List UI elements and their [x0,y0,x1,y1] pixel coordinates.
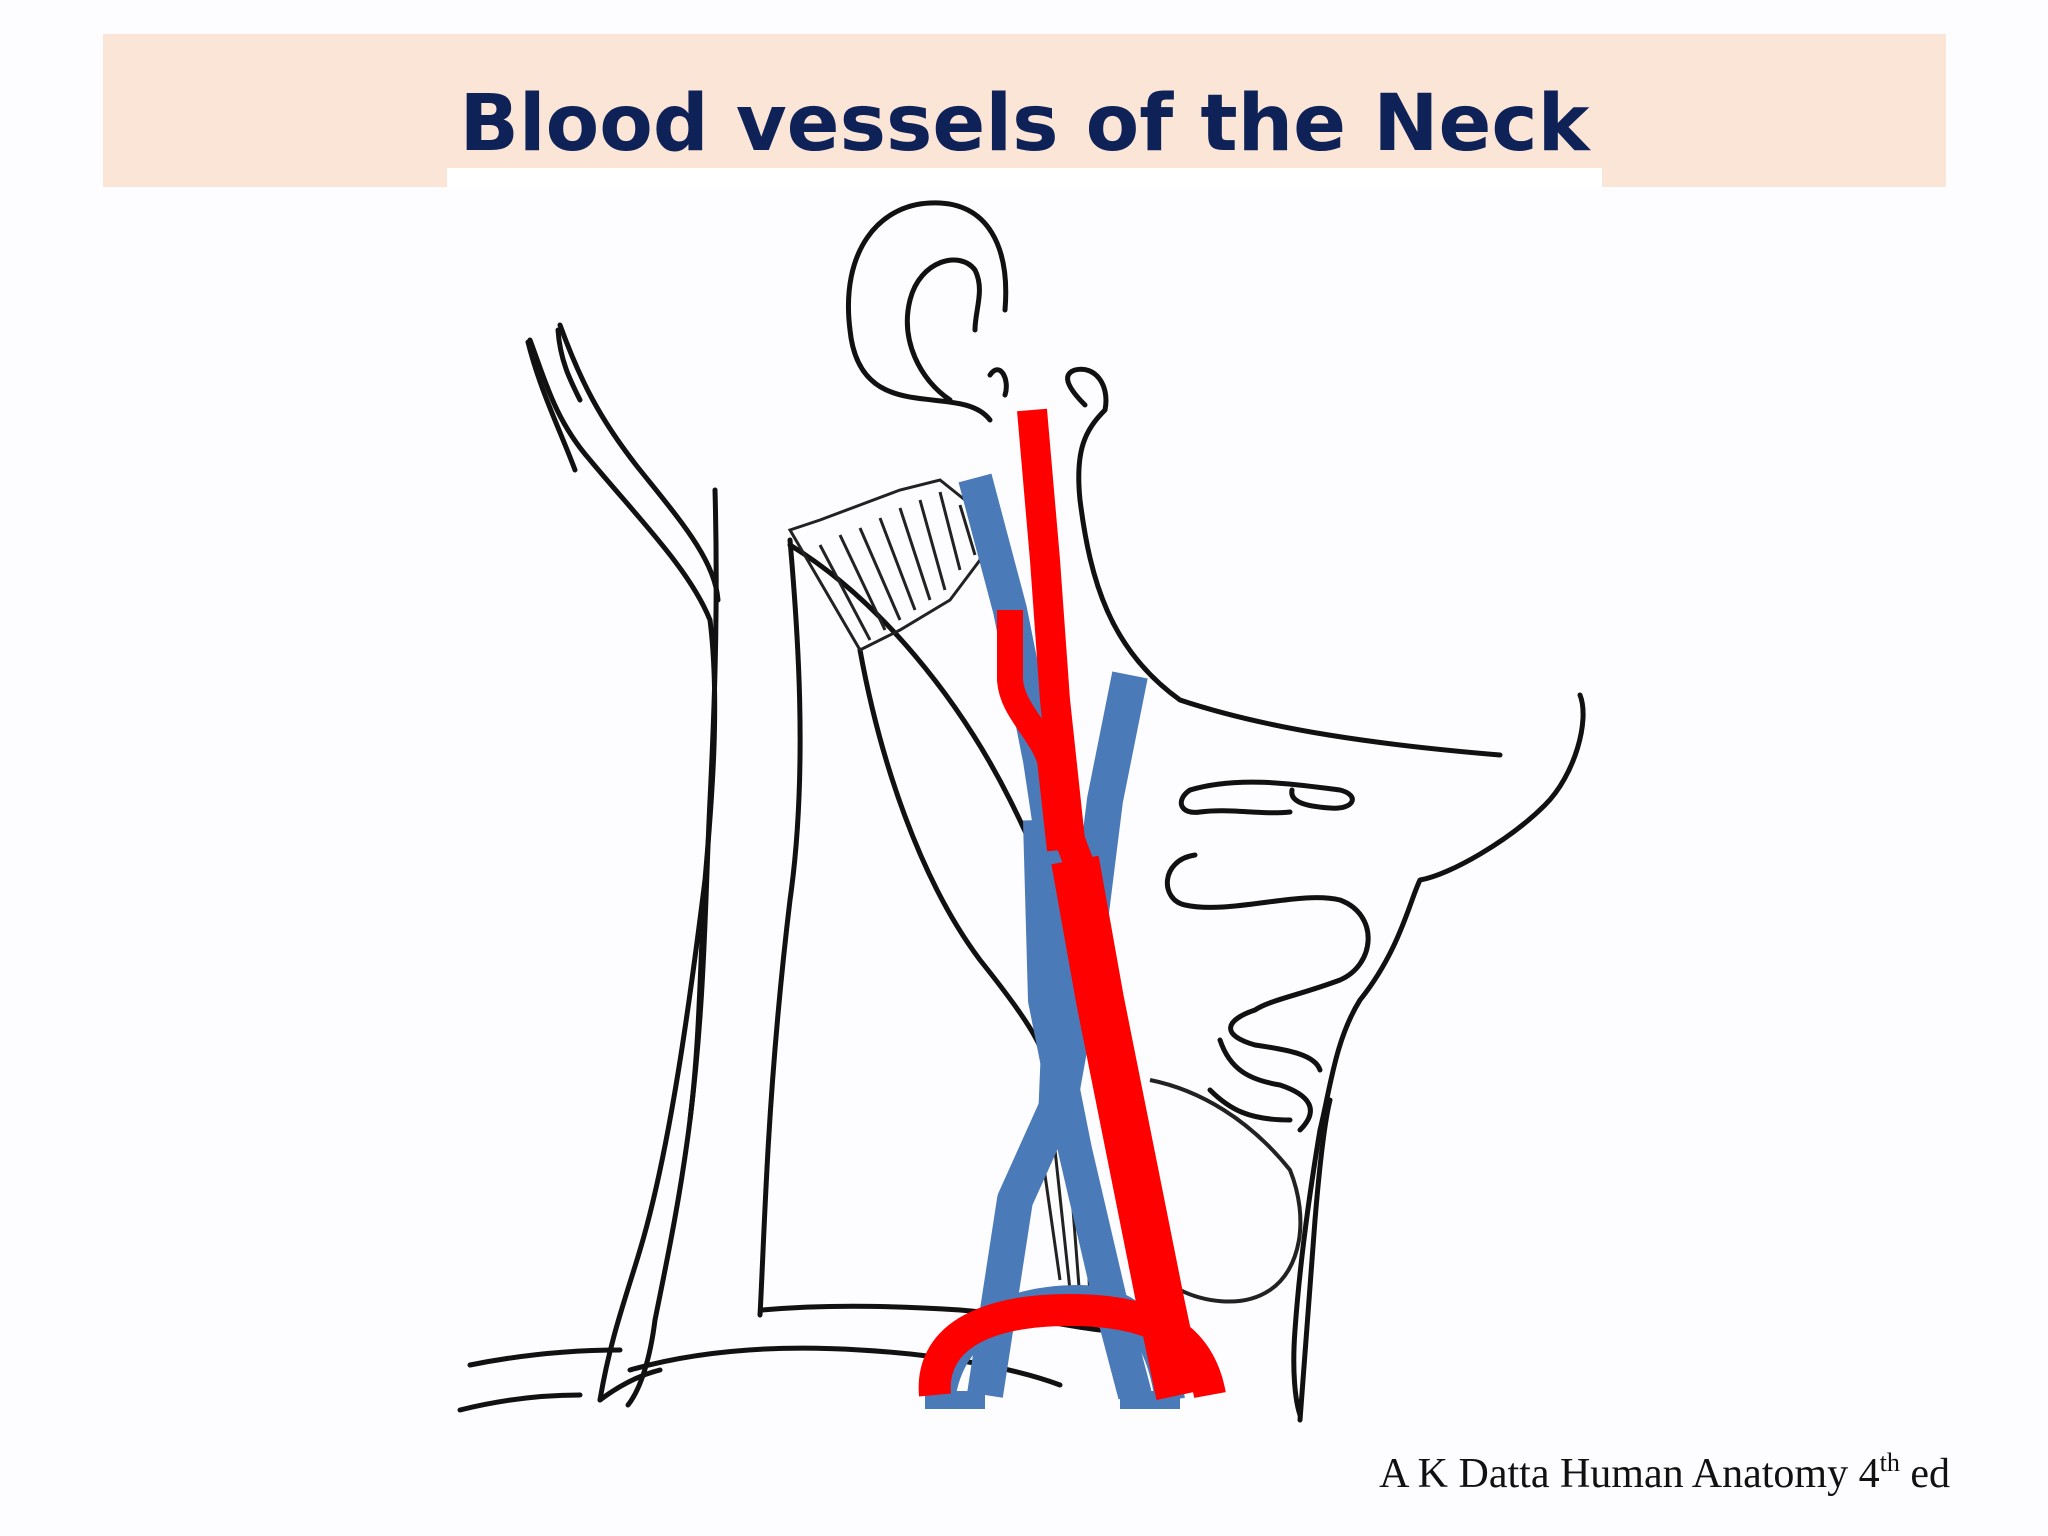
neck-back-inner [557,322,721,603]
shoulder-line-2 [467,1347,623,1368]
shoulder-line [457,1392,583,1413]
nape-line-2 [555,327,583,403]
clavicle-end [597,1367,663,1403]
cricoid [1207,1087,1293,1123]
neck-back-outer [527,337,718,1408]
scm-posterior [857,647,1048,1063]
gland-stipple [1149,1078,1303,1304]
internal-carotid-artery [1017,408,1100,886]
arteries [918,408,1226,1400]
chest-right [1297,1097,1333,1423]
title-band: Blood vessels of the Neck [103,34,1946,187]
external-carotid-artery [997,610,1073,852]
clavicle-lower [627,1345,1063,1388]
ear-outline [846,200,1009,423]
face-profile [1291,692,1586,1418]
nape-line-1 [525,339,578,473]
posterior-chest-line [597,877,708,1403]
larynx-upper [1164,852,1371,1073]
source-citation: A K Datta Human Anatomy 4th ed [1379,1450,1950,1498]
subclavian-artery-arch [918,1294,1226,1399]
ear-lobe [987,367,1009,398]
ear-inner [904,257,982,403]
hyoid-upper [1187,779,1355,811]
mandible-ramus [1065,366,1503,758]
thyroid-cartilage [1217,1037,1313,1133]
trapezius-edge [757,537,803,1318]
hyoid-lower [1178,787,1293,816]
neck-back-inner-2 [687,487,719,1123]
citation-text: A K Datta Human Anatomy 4 [1379,1451,1880,1497]
citation-superscript: th [1879,1448,1900,1477]
citation-edition: ed [1899,1451,1950,1497]
slide-title: Blood vessels of the Neck [459,79,1590,169]
internal-jugular-vein [1023,819,1152,1400]
anterior-jugular-vein [967,671,1148,1398]
title-underline-strip [447,168,1602,188]
